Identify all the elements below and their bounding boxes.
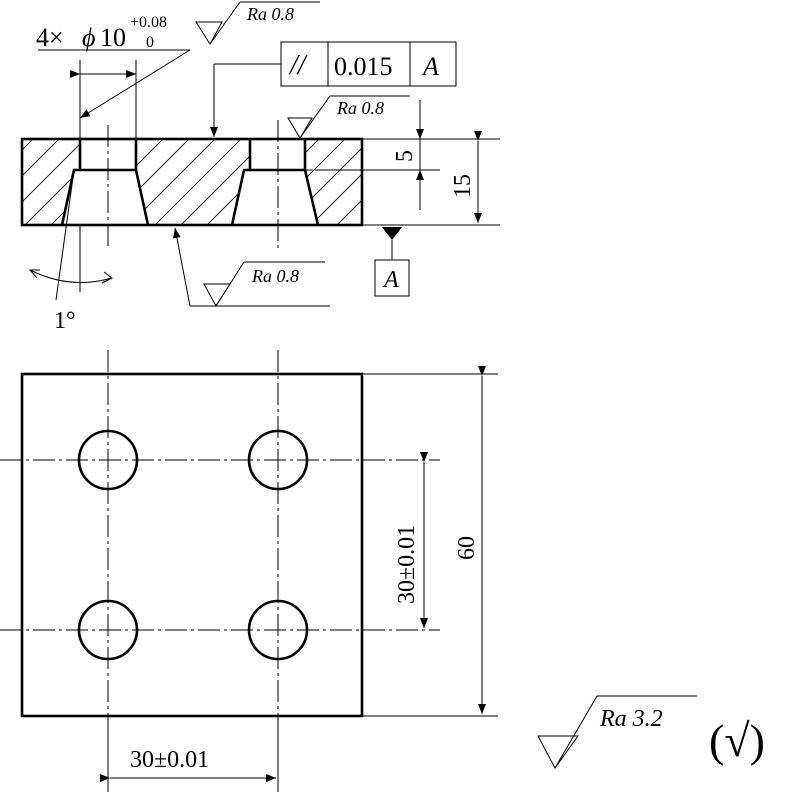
hatch-line: [478, 130, 588, 240]
lower-tolerance: 0: [146, 34, 154, 51]
hole-top-left: [77, 429, 139, 491]
dim-height-label: 60: [454, 536, 480, 560]
roughness-triangle-1: [195, 21, 223, 45]
hatch-line: [348, 130, 458, 240]
hatch-line: [0, 130, 16, 240]
hatch-line: [165, 139, 250, 225]
hatch-line: [348, 130, 458, 240]
hatch-line: [321, 139, 362, 225]
hatch-line: [139, 139, 250, 225]
dim-spacing-v-label: 30±0.01: [394, 525, 420, 604]
tolerance-datum: A: [421, 52, 439, 81]
hole-right-wall-a: [230, 139, 252, 226]
ra-lower-label: Ra 0.8: [251, 266, 299, 286]
datum-label: A: [382, 267, 399, 293]
angle-arrow-left: [28, 269, 40, 279]
hatch-line: [136, 139, 199, 225]
hatch-right: [0, 130, 588, 240]
hole-bottom-left: [77, 599, 139, 661]
general-roughness-stroke: [554, 695, 598, 769]
hatch-line: [136, 139, 225, 225]
hole-bottom-right: [247, 599, 309, 661]
hatch-line: [0, 130, 16, 240]
general-roughness-triangle: [537, 735, 579, 769]
dim-spacing-h-label: 30±0.01: [130, 747, 209, 773]
hatch-line: [35, 139, 80, 225]
callout-leader: [79, 49, 191, 119]
geometric-tolerance-frame: // 0.015 A: [280, 41, 457, 87]
ra-upper-left-label: Ra 0.8: [246, 4, 294, 24]
section-outline: [20, 137, 364, 227]
hole-right-wall-b: [303, 139, 320, 226]
datum-box: [374, 259, 410, 297]
parallelism-symbol: //: [288, 50, 308, 81]
general-roughness-label: Ra 3.2: [599, 706, 663, 732]
roughness-triangle-3: [203, 283, 231, 307]
dim-thickness-label: 15: [450, 174, 476, 198]
hatch-line: [347, 139, 362, 225]
hatch-line: [426, 130, 536, 240]
hatch-middle: [0, 130, 588, 240]
hole-top-right: [247, 429, 309, 491]
phi-symbol: ϕ: [82, 23, 95, 52]
ra-upper-right-label: Ra 0.8: [336, 98, 384, 118]
section-view: 4× ϕ 10 +0.08 0 Ra 0.8 // 0.015 A Ra 0.8: [0, 1, 588, 334]
hole-diameter: 10: [100, 23, 126, 52]
ra-lower-leader: [172, 227, 191, 307]
hatch-line: [22, 139, 69, 225]
datum-triangle: [382, 227, 402, 240]
hatch-line: [305, 139, 362, 225]
dim-depth-label: 5: [392, 150, 418, 162]
plan-view: 60 30±0.01 30±0.01: [0, 350, 498, 792]
hole-left-wall-a: [60, 139, 82, 226]
hatch-line: [22, 139, 43, 225]
hole-count: 4×: [36, 23, 64, 52]
hatch-line: [0, 130, 68, 240]
plate-outline: [20, 372, 364, 718]
angle-ext-line-a: [55, 169, 75, 301]
angle-label: 1°: [54, 308, 76, 334]
hatch-line: [0, 130, 16, 240]
hatch-line: [305, 139, 355, 225]
angle-arrow-right: [101, 271, 113, 284]
hatch-line: [305, 139, 362, 225]
hatch-line: [22, 139, 80, 225]
upper-tolerance: +0.08: [130, 14, 167, 31]
hatch-line: [136, 139, 173, 225]
hatch-line: [0, 130, 68, 240]
roughness-stroke-1: [209, 1, 241, 45]
general-roughness-note: Ra 3.2 (√): [537, 695, 765, 769]
hatch-left: [0, 130, 588, 240]
hatch-line: [478, 130, 588, 240]
hatch-line: [426, 130, 536, 240]
hatch-line: [426, 130, 536, 240]
hatch-line: [305, 139, 329, 225]
roughness-triangle-2: [287, 117, 313, 139]
angle-arc: [29, 269, 113, 283]
hatch-line: [191, 139, 250, 225]
tolerance-value: 0.015: [334, 52, 393, 81]
roughness-stroke-3: [215, 261, 245, 307]
general-roughness-bracket: (√): [709, 715, 765, 766]
hatch-line: [478, 130, 588, 240]
roughness-stroke-2: [299, 95, 331, 139]
hatch-line: [22, 139, 80, 225]
